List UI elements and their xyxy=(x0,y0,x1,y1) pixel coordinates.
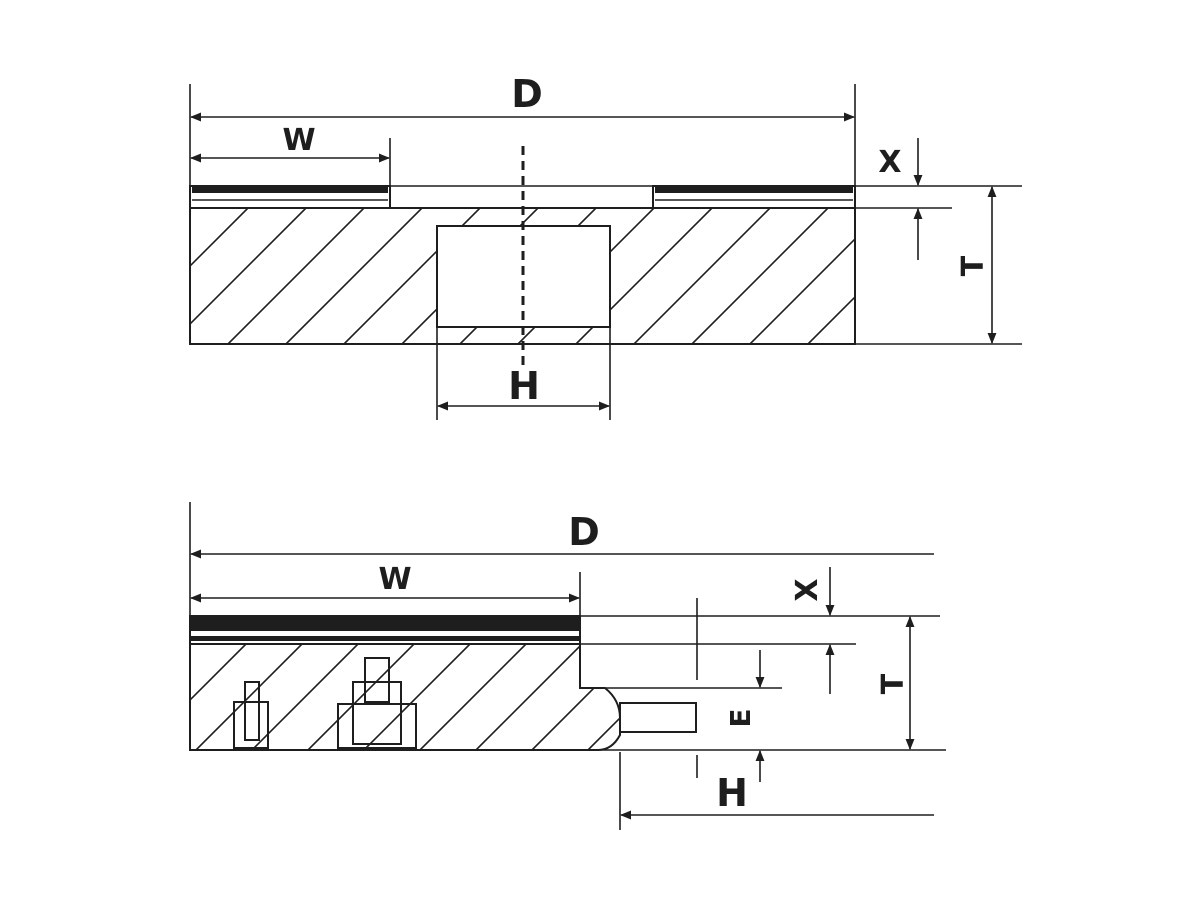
hatch-line xyxy=(251,644,359,750)
hatch-line xyxy=(195,644,303,750)
hatch-line xyxy=(531,644,620,750)
bolt-head-small xyxy=(244,681,260,741)
hatch-line xyxy=(363,644,471,750)
hatch-line xyxy=(343,208,481,344)
bottom-view: D W X T E H xyxy=(189,502,946,830)
hatch-line xyxy=(190,644,191,750)
bottom-abrasive-band xyxy=(191,617,579,631)
top-abrasive-layer-left xyxy=(189,185,391,209)
hatch-line xyxy=(419,644,527,750)
hatch-line xyxy=(401,208,539,344)
bolt-head-large xyxy=(352,681,402,745)
top-t-label: T xyxy=(956,255,991,276)
top-abrasive-band-right xyxy=(655,187,853,193)
hatch-line xyxy=(190,208,307,344)
hatch-line xyxy=(227,208,365,344)
hatch-line xyxy=(307,644,415,750)
bolt-body-large xyxy=(337,703,417,749)
hatch-line xyxy=(190,644,247,750)
bottom-h-label: H xyxy=(716,771,748,815)
bottom-d-label: D xyxy=(568,510,600,554)
top-abrasive-band-left xyxy=(192,187,388,193)
bottom-abrasive-layer xyxy=(189,615,581,645)
top-x-label: X xyxy=(878,145,901,180)
top-d-label: D xyxy=(511,72,543,116)
top-view: D W X T H xyxy=(189,72,1118,420)
hatch-line xyxy=(700,644,806,750)
top-abrasive-layer-right xyxy=(652,185,856,209)
bottom-x-label: X xyxy=(790,578,825,601)
hatch-line xyxy=(633,208,771,344)
bolt-stem-large xyxy=(364,657,390,703)
bottom-body-hatch xyxy=(190,644,806,750)
hatch-line xyxy=(982,208,1118,344)
bottom-t-label: T xyxy=(876,673,911,694)
bottom-shaft xyxy=(619,702,697,733)
hatch-line xyxy=(807,208,855,344)
bolt-body-small xyxy=(233,701,269,749)
bottom-e-label: E xyxy=(724,708,757,727)
hatch-line xyxy=(749,208,855,344)
hatch-line xyxy=(691,208,829,344)
hatch-line xyxy=(517,208,655,344)
top-w-label: W xyxy=(282,123,315,158)
hatch-line xyxy=(587,644,620,750)
bottom-w-label: W xyxy=(378,562,411,597)
hatch-line xyxy=(190,208,249,344)
hatch-line xyxy=(190,208,191,344)
hatch-line xyxy=(575,208,713,344)
bottom-abrasive-band-lower xyxy=(191,636,579,641)
hatch-line xyxy=(475,644,583,750)
hatch-line xyxy=(285,208,423,344)
top-h-label: H xyxy=(508,364,540,408)
hatch-line xyxy=(459,208,597,344)
